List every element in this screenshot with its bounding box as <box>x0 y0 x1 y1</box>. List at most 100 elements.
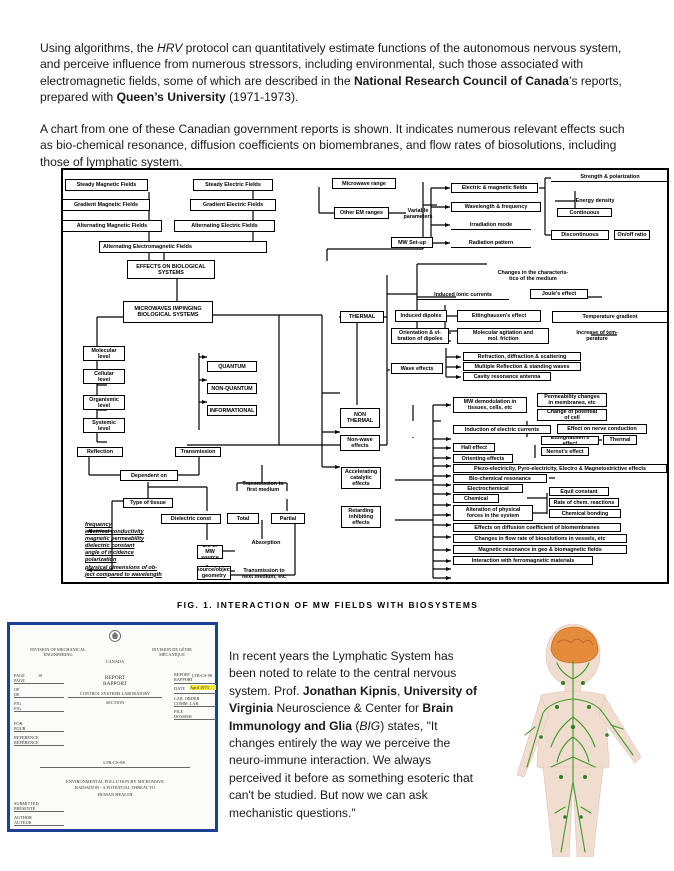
text-span: ) states, "It changes entirely the way w… <box>229 718 474 820</box>
box-bio-chemical: Bio-chemical resonance <box>453 474 547 483</box>
text-span: ( <box>351 718 360 733</box>
box-transmission-first: Transmission to first medium <box>242 481 284 493</box>
division-english: DIVISION OF MECHANICAL ENGINEERING <box>30 647 86 657</box>
parameter-item: dielectric constant <box>85 543 135 550</box>
text-span: ’s reports, prepared with <box>40 73 622 104</box>
rule <box>174 719 216 720</box>
parameter-item: electrical conductivity <box>85 529 144 536</box>
nrc-name: National Research Council of Canada <box>353 73 569 88</box>
box-electric-magnetic: Electric & magnetic fields <box>451 183 538 193</box>
box-ettinghausen: Ettinghausen's effect <box>457 310 541 322</box>
box-induced-dipoles: Induced dipoles <box>395 310 447 322</box>
box-strength-polarization: Strength & polarization <box>551 172 669 182</box>
division-french: DIVISION DE GÉNIE MÉCANIQUE <box>152 647 192 657</box>
report-heading: REPORT RAPPORT <box>103 675 127 687</box>
rule <box>174 693 216 694</box>
box-mw-demodulation: MW demodulation in tissues, cells, etc <box>453 397 527 413</box>
box-induction-currents: Induction of electric currents <box>453 425 551 434</box>
box-thermal-2: Thermal <box>603 435 637 445</box>
page-value: 10 <box>38 673 43 678</box>
brain-icon <box>550 626 599 664</box>
rule <box>14 731 64 732</box>
box-interaction-ferromagnetic: Interaction with ferromagnetic materials <box>453 556 593 565</box>
box-piezo: Piezo-electricity, Pyro-electricity, Ele… <box>453 464 667 473</box>
rule <box>174 706 216 707</box>
queens-name: Queen’s University <box>116 89 226 104</box>
date-label: DATE <box>174 686 185 691</box>
lab-order-label: LAB. ORDER COMM. LAB. <box>174 696 200 706</box>
box-steady-magnetic: Steady Magnetic Fields <box>65 179 148 191</box>
parameter-list: frequency electrical conductivity magnet… <box>85 522 171 579</box>
box-refraction: Refraction, diffraction & scattering <box>463 352 581 361</box>
big-name: Brain Immunology and Glia <box>229 701 454 733</box>
box-multiple-reflection: Multiple Reflection & standing waves <box>463 362 581 371</box>
parameter-item: angle of incidence <box>85 550 134 557</box>
kipnis-name: Jonathan Kipnis <box>302 683 397 698</box>
of-label: OF DE <box>14 687 20 697</box>
author-label: AUTHOR AUTEUR <box>14 815 32 825</box>
lymph-vessels <box>524 660 634 853</box>
box-non-wave-effects: Non-wave effects <box>340 435 380 451</box>
report-date: April 1973 <box>190 685 216 690</box>
report-title: ENVIRONMENTAL POLLUTION BY MICROWAVE RAD… <box>66 779 164 797</box>
intro-paragraph-2: A chart from one of these Canadian gover… <box>40 122 625 169</box>
section-label: SECTION <box>105 700 125 705</box>
box-other-em: Other EM ranges <box>334 207 389 219</box>
box-wavelength: Wavelength & frequency <box>451 202 541 212</box>
report-code: LTR-CS-98 <box>103 760 125 765</box>
box-wave-effects: Wave effects <box>391 363 443 374</box>
box-partial: Partial <box>271 513 305 524</box>
rule <box>40 767 190 768</box>
box-continuous: Continuous <box>557 208 612 217</box>
box-radiation-pattern: Radiation pattern <box>451 238 531 248</box>
parameter-item: ject compared to wavelength <box>85 571 162 578</box>
box-variable-params: Variable parameters <box>403 208 433 220</box>
box-total: Total <box>227 513 259 524</box>
lab-name: CONTROL SYSTEMS LABORATORY <box>79 691 151 696</box>
box-hall-effect: Hall effect <box>453 443 495 452</box>
box-retarding: Retarding inhibiting effects <box>341 506 381 528</box>
box-effects-diffusion: Effects on diffusion coefficient of biom… <box>453 523 621 532</box>
box-alteration-forces: Alteration of physical forces in the sys… <box>453 505 533 521</box>
box-ettinghausen-2: Ettinghausen's effect <box>541 436 599 445</box>
box-chemical: Chemical <box>453 494 499 503</box>
box-microwave-range: Microwave range <box>332 178 396 189</box>
box-accelerating: Accelerating catalytic effects <box>341 467 381 489</box>
box-steady-electric: Steady Electric Fields <box>193 179 273 191</box>
box-cellular-level: Cellular level <box>83 369 125 384</box>
box-informational: INFORMATIONAL <box>207 405 257 416</box>
box-source-geometry: source/object geometry <box>197 566 231 580</box>
diagram-connectors <box>87 177 617 580</box>
uva-name: University of Virginia <box>229 683 477 716</box>
box-irradiation-mode: Irradiation mode <box>451 220 531 230</box>
rule <box>14 697 64 698</box>
box-orientation-dipoles: Orientation & vi- bration of dipoles <box>391 328 449 344</box>
text-span: Neuroscience & Center for <box>273 701 423 716</box>
text-span: Using algorithms, the <box>40 41 157 55</box>
text-span: (1971-1973). <box>225 89 299 104</box>
box-changes-flow: Changes in flow rate of biosolutions in … <box>453 534 627 543</box>
box-cavity-resonance: Cavity resonance antenna <box>463 372 551 381</box>
lymphatic-paragraph: In recent years the Lymphatic System has… <box>229 648 479 822</box>
box-reflection: Reflection <box>77 447 123 457</box>
box-non-thermal: NON THERMAL <box>340 408 380 428</box>
box-quantum: QUANTUM <box>207 361 257 372</box>
box-on-off-ratio: On/off ratio <box>614 230 650 240</box>
box-dielectric-const: Dielectric const <box>161 514 221 524</box>
box-nernst: Nernst's effect <box>541 447 589 456</box>
submitted-label: SUBMITTED PRÉSENTÉ <box>14 801 39 811</box>
box-temperature-gradient: Temperature gradient <box>552 311 668 323</box>
file-label: FILE DOSSIER <box>174 709 192 719</box>
box-increase-temp: Increase of tem- perature <box>576 330 618 342</box>
box-em-mw-source: EM or MW source <box>197 545 223 559</box>
box-absorption: Absorption <box>251 540 281 546</box>
box-changes-character: Changes in the characteris- tics of the … <box>497 270 569 282</box>
parameter-item: physical dimensions of ob- <box>85 564 158 571</box>
text-span: protocol can quantitatively estimate fun… <box>40 41 622 88</box>
box-magnetic-resonance: Magnetic resonance in geo & biomagnetic … <box>453 545 627 554</box>
text-span: , <box>397 683 404 698</box>
rule <box>14 745 64 746</box>
box-rate-chem: Rate of chem. reactions <box>549 498 619 507</box>
box-molecular-agitation: Molecular agitation and mol. friction <box>457 328 549 344</box>
box-alternating-em: Alternating Electromagnetic Fields <box>99 241 267 253</box>
